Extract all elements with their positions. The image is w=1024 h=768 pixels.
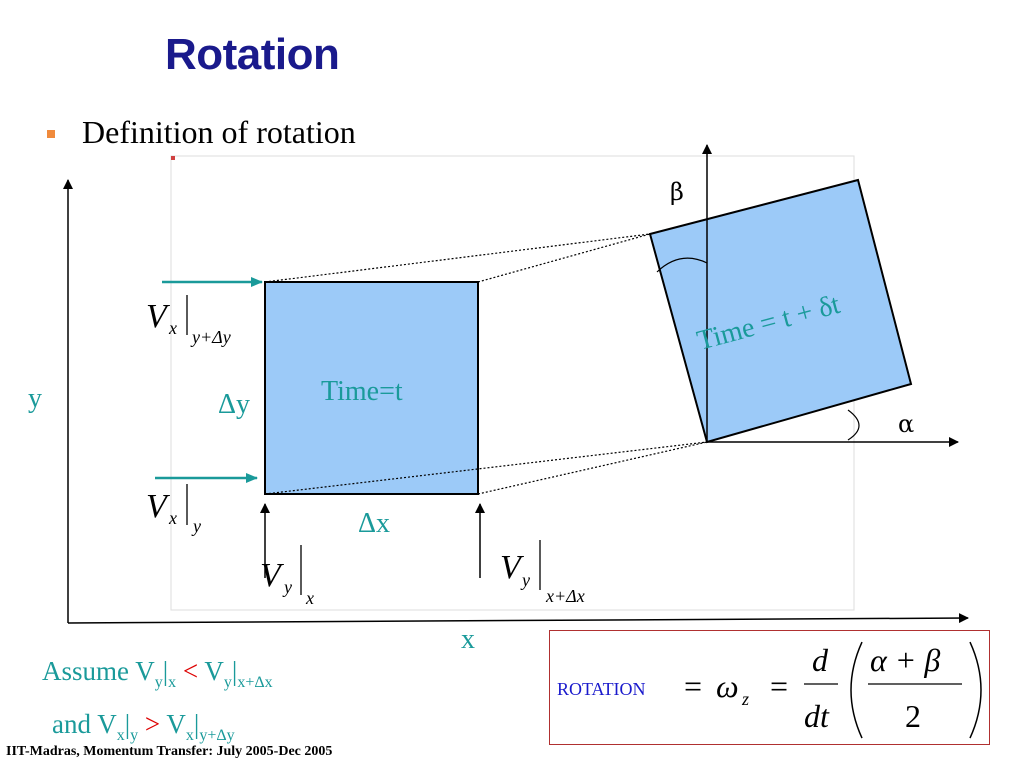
vx-top-label: V x y+Δy <box>146 295 231 347</box>
axis-y-label: y <box>28 383 42 414</box>
beta-arc <box>656 257 708 273</box>
assume1-rhs-bar: | <box>231 656 238 686</box>
delta-y-label: Δy <box>218 389 250 420</box>
formula-omega-sub: z <box>741 689 749 709</box>
assume1-prefix: Assume V <box>42 656 155 686</box>
rotation-formula: = ω z = d dt α + β 2 <box>684 641 982 739</box>
vy-left-sub: y <box>282 577 292 597</box>
beta-label: β <box>670 178 684 206</box>
vy-right-label: V y x+Δx <box>500 540 585 606</box>
vy-left-v: V <box>260 557 285 594</box>
formula-label: ROTATION <box>557 679 646 699</box>
delta-x-label: Δx <box>358 508 390 539</box>
vx-bottom-sub: x <box>168 508 177 528</box>
assume1-bar: | <box>162 656 169 686</box>
footer-text: IIT-Madras, Momentum Transfer: July 2005… <box>6 744 333 759</box>
square-time-t <box>264 281 479 495</box>
assume2-bar: | <box>124 709 131 739</box>
connector-top-right <box>477 233 651 283</box>
formula-omega: ω <box>716 668 739 704</box>
assume2-rhs: V <box>166 709 186 739</box>
frame-marker <box>171 156 175 160</box>
assume1-rhs-sub2: x+Δx <box>237 674 273 691</box>
vy-right-eval: x+Δx <box>545 586 585 606</box>
formula-eq1: = <box>684 668 702 704</box>
assume1-rhs-sub1: y <box>223 674 232 691</box>
formula-left-paren <box>850 641 863 739</box>
assume2-op: > <box>138 709 167 739</box>
assume-line-1: Assume Vy|x < Vy|x+Δx <box>42 656 273 691</box>
vy-left-eval: x <box>305 588 314 608</box>
bullet-text: Definition of rotation <box>82 114 356 150</box>
vy-right-sub: y <box>520 570 530 590</box>
axis-x-label: x <box>461 624 475 655</box>
connector-top-left <box>264 233 651 283</box>
alpha-arc <box>847 409 860 441</box>
assume1-sub1: y <box>154 674 163 691</box>
x-axis <box>67 613 969 624</box>
vx-top-v: V <box>146 298 171 335</box>
assume2-prefix: and V <box>52 709 117 739</box>
formula-denominator: 2 <box>905 698 921 734</box>
assume2-rhs-sub2: y+Δy <box>199 727 235 744</box>
assume1-sub2: x <box>168 674 177 691</box>
bullet-marker <box>47 130 55 138</box>
assume1-op: < <box>176 656 205 686</box>
assume1-rhs: V <box>204 656 224 686</box>
vx-top-sub: x <box>168 318 177 338</box>
vx-bottom-label: V x y <box>146 484 201 536</box>
vx-bottom-v: V <box>146 488 171 525</box>
assume2-sub2: y <box>130 727 139 744</box>
formula-numerator: α + β <box>870 642 940 678</box>
vx-top-eval: y+Δy <box>190 327 231 347</box>
assume2-sub1: x <box>116 727 125 744</box>
formula-dt: dt <box>804 698 830 734</box>
formula-box <box>549 630 990 745</box>
vx-bottom-eval: y <box>191 516 201 536</box>
formula-d: d <box>812 642 829 678</box>
formula-eq2: = <box>770 668 788 704</box>
assume2-rhs-sub1: x <box>185 727 194 744</box>
time-t-label: Time=t <box>321 376 403 407</box>
assume-line-2: and Vx|y > Vx|y+Δy <box>52 709 235 744</box>
formula-right-paren <box>969 641 982 739</box>
assume2-rhs-bar: | <box>193 709 200 739</box>
vy-left-label: V y x <box>260 545 314 608</box>
slide-title: Rotation <box>165 30 340 79</box>
connector-bottom-right <box>477 441 708 495</box>
alpha-label: α <box>898 410 914 438</box>
square-time-t-plus-dt <box>648 178 913 444</box>
